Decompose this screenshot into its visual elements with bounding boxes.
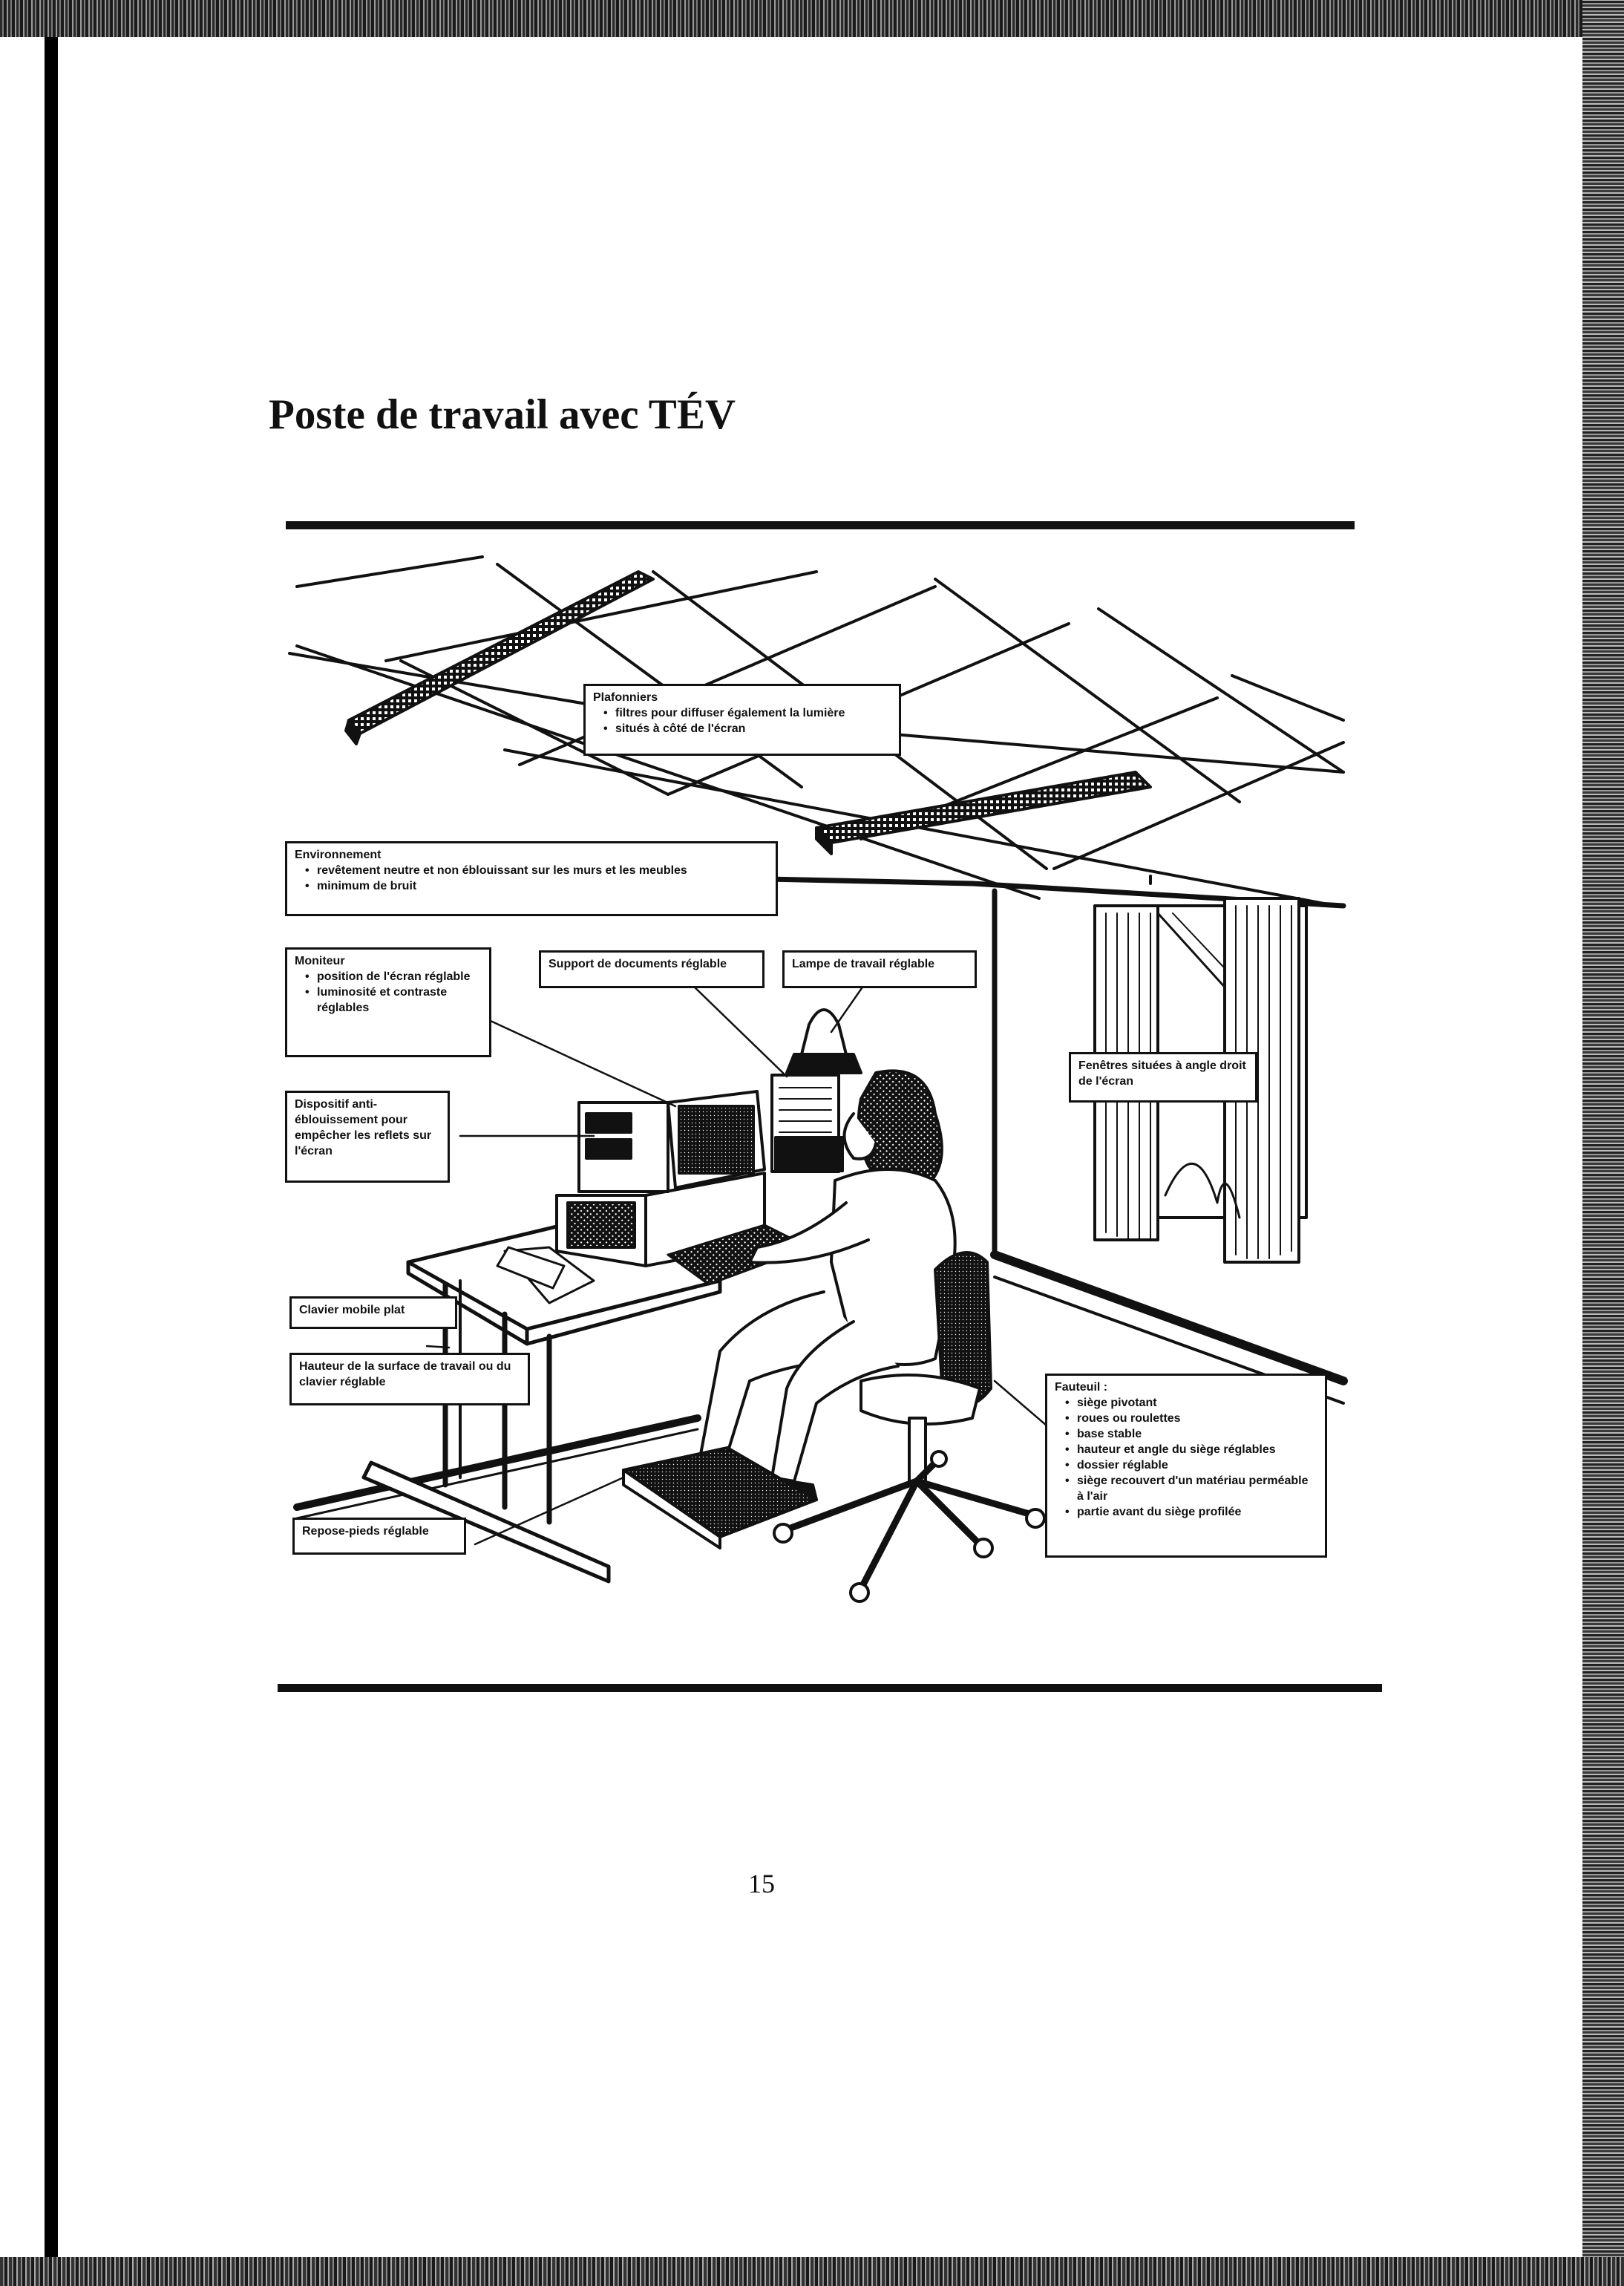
callout-fauteuil-item: siège pivotant <box>1065 1395 1317 1411</box>
callout-fauteuil: Fauteuil : siège pivotant roues ou roule… <box>1045 1374 1327 1558</box>
callout-fauteuil-item: siège recouvert d'un matériau perméable … <box>1065 1473 1317 1504</box>
callout-plafonniers-heading: Plafonniers <box>593 691 658 704</box>
callout-lampe-text: Lampe de travail réglable <box>792 958 935 970</box>
callout-fenetres: Fenêtres situées à angle droit de l'écra… <box>1069 1052 1257 1103</box>
desk-lamp <box>785 1008 862 1074</box>
callout-plafonniers: Plafonniers filtres pour diffuser égalem… <box>583 684 901 756</box>
top-rule <box>286 521 1355 529</box>
callout-environnement-heading: Environnement <box>295 849 382 861</box>
callout-fauteuil-heading: Fauteuil : <box>1055 1381 1108 1394</box>
document-holder <box>770 1074 844 1173</box>
page-number: 15 <box>748 1869 775 1898</box>
scan-margin-left <box>0 37 45 2257</box>
callout-fauteuil-item: roues ou roulettes <box>1065 1411 1317 1426</box>
callout-environnement-item: revêtement neutre et non éblouissant sur… <box>305 863 768 878</box>
callout-dispositif: Dispositif anti-éblouissement pour empêc… <box>285 1091 450 1183</box>
callout-repose-pieds-text: Repose-pieds réglable <box>302 1525 429 1538</box>
callout-hauteur-text: Hauteur de la surface de travail ou du c… <box>299 1360 511 1388</box>
callout-moniteur-heading: Moniteur <box>295 955 345 967</box>
callout-environnement: Environnement revêtement neutre et non é… <box>285 841 778 916</box>
callout-clavier-text: Clavier mobile plat <box>299 1304 405 1316</box>
callout-fauteuil-item: dossier réglable <box>1065 1457 1317 1473</box>
ceiling-light-right <box>815 771 1152 855</box>
scan-border-bottom <box>0 2257 1624 2286</box>
callout-support-documents-text: Support de documents réglable <box>549 958 727 970</box>
callout-moniteur: Moniteur position de l'écran réglable lu… <box>285 947 491 1057</box>
ceiling-light-left <box>344 570 655 745</box>
callout-repose-pieds: Repose-pieds réglable <box>292 1518 466 1555</box>
scan-binding-edge <box>45 37 58 2257</box>
callout-hauteur: Hauteur de la surface de travail ou du c… <box>289 1353 530 1405</box>
callout-fauteuil-item: base stable <box>1065 1426 1317 1442</box>
desk-papers <box>496 1246 595 1304</box>
callout-support-documents: Support de documents réglable <box>539 950 764 988</box>
callout-fauteuil-item: partie avant du siège profilée <box>1065 1504 1317 1520</box>
office-chair <box>773 1251 1046 1603</box>
scan-border-top <box>0 0 1624 37</box>
callout-plafonniers-item: situés à côté de l'écran <box>603 721 891 737</box>
callout-clavier: Clavier mobile plat <box>289 1296 457 1329</box>
callout-fauteuil-item: hauteur et angle du siège réglables <box>1065 1442 1317 1457</box>
callout-moniteur-item: luminosité et contraste réglables <box>305 984 482 1016</box>
callout-moniteur-item: position de l'écran réglable <box>305 969 482 984</box>
callout-environnement-item: minimum de bruit <box>305 878 768 894</box>
callout-fenetres-text: Fenêtres situées à angle droit de l'écra… <box>1078 1059 1246 1088</box>
page-title: Poste de travail avec TÉV <box>269 391 736 439</box>
callout-dispositif-text: Dispositif anti-éblouissement pour empêc… <box>295 1098 432 1157</box>
seated-person <box>685 1069 957 1501</box>
callout-plafonniers-item: filtres pour diffuser également la lumiè… <box>603 705 891 721</box>
leader-lines <box>425 960 1048 1546</box>
callout-lampe: Lampe de travail réglable <box>782 950 977 988</box>
bottom-rule <box>278 1684 1382 1692</box>
scan-border-right <box>1582 0 1624 2286</box>
